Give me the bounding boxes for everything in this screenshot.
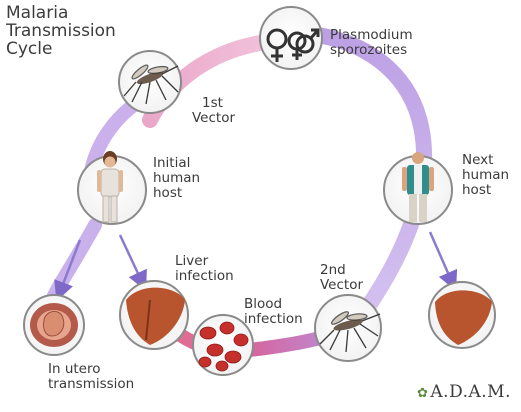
next-liver-image (429, 282, 495, 348)
blood-line-1: Blood (244, 297, 303, 312)
liver-infection-image (120, 281, 188, 349)
next-host-line-3: host (462, 183, 509, 198)
in-utero-label: In utero transmission (48, 362, 134, 392)
second-vector-circle (315, 295, 381, 361)
blood-label: Blood infection (244, 297, 303, 327)
in-utero-circle (24, 295, 84, 355)
adam-logo: ✿A.D.A.M. (417, 382, 511, 402)
adam-logo-text: A.D.A.M. (430, 382, 511, 402)
fetus-icon (43, 311, 63, 336)
second-vector-line-2: Vector (320, 278, 363, 293)
next-host-circle (384, 152, 452, 224)
initial-host-line-2: human (153, 171, 200, 186)
in-utero-line-1: In utero (48, 362, 134, 377)
diagram-title: Malaria Transmission Cycle (6, 4, 116, 58)
first-vector-line-2: Vector (192, 111, 235, 126)
host-to-liver-arrow (120, 235, 142, 282)
initial-host-line-3: host (153, 186, 200, 201)
liver-line-1: Liver (175, 254, 234, 269)
title-line-2: Transmission (6, 22, 116, 40)
in-utero-line-2: transmission (48, 377, 134, 392)
initial-host-label: Initial human host (153, 156, 200, 201)
blood-line-2: infection (244, 312, 303, 327)
second-vector-line-1: 2nd (320, 263, 363, 278)
title-line-3: Cycle (6, 40, 116, 58)
plasmodium-label-line-1: Plasmodium (330, 28, 413, 43)
next-host-label: Next human host (462, 153, 509, 198)
plasmodium-label-line-2: sporozoites (330, 43, 413, 58)
plasmodium-label: Plasmodium sporozoites (330, 28, 413, 58)
liver-label: Liver infection (175, 254, 234, 284)
initial-host-line-1: Initial (153, 156, 200, 171)
next-host-line-1: Next (462, 153, 509, 168)
liver-line-2: infection (175, 269, 234, 284)
second-vector-label: 2nd Vector (320, 263, 363, 293)
first-vector-circle (119, 51, 181, 113)
title-line-1: Malaria (6, 4, 116, 22)
adam-leaf-icon: ✿ (417, 386, 428, 401)
first-vector-line-1: 1st (192, 96, 235, 111)
in-utero-arc (50, 225, 95, 305)
plasmodium-circle (260, 7, 322, 69)
first-vector-label: 1st Vector (192, 96, 235, 126)
next-host-to-liver-arrow (430, 232, 452, 282)
next-host-line-2: human (462, 168, 509, 183)
